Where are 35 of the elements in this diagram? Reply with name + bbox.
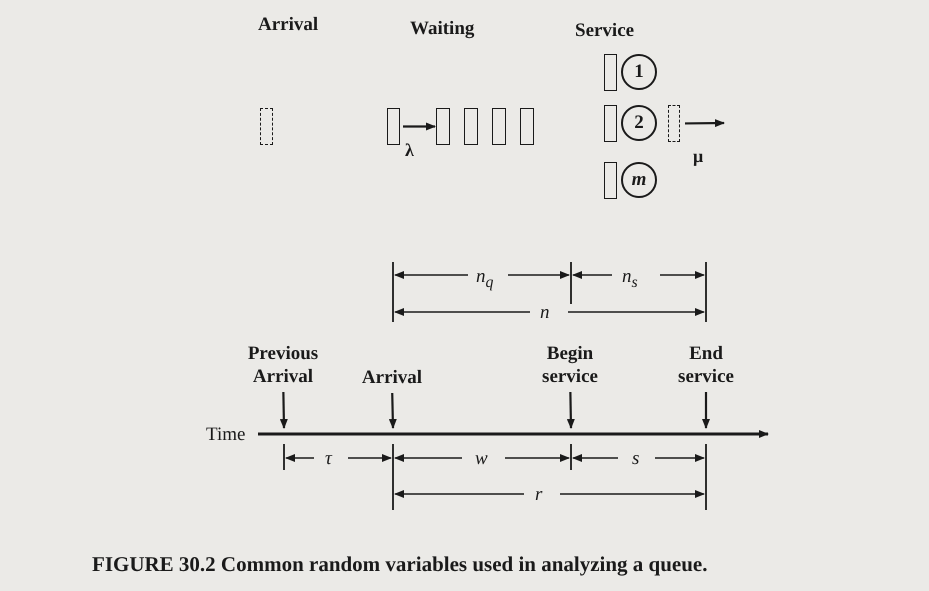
- job-box: [387, 108, 400, 145]
- dimension-label: s: [632, 448, 640, 470]
- job-box: [604, 105, 617, 142]
- server-circle: 2: [621, 105, 657, 141]
- column-heading: Service: [575, 20, 634, 42]
- job-box: [492, 108, 506, 145]
- arrow: [702, 392, 710, 429]
- job-box: [604, 162, 617, 199]
- event-label: End service: [666, 342, 746, 388]
- job-box: [464, 108, 478, 145]
- event-label: Previous Arrival: [228, 342, 338, 388]
- dimension-label: n$_{s}$: [622, 266, 638, 292]
- column-heading: Arrival: [258, 14, 318, 36]
- job-box: [604, 54, 617, 91]
- dimension-label: n: [540, 302, 550, 324]
- job-box: [520, 108, 534, 145]
- dimension-label: n$_{q}$: [476, 266, 494, 292]
- figure-caption: FIGURE 30.2 Common random variables used in analyzing a queue.: [92, 552, 708, 577]
- dimension-label: r: [535, 484, 542, 506]
- departing-job: [668, 105, 680, 142]
- arrow: [280, 392, 288, 429]
- column-heading: Waiting: [410, 18, 474, 40]
- arrow: [403, 122, 436, 130]
- job-box: [436, 108, 450, 145]
- arrow: [388, 392, 397, 429]
- dimension-label: τ: [325, 448, 332, 470]
- dimension-label: w: [475, 448, 488, 470]
- event-label: Begin service: [520, 342, 620, 388]
- event-label: Arrival: [350, 366, 434, 389]
- arriving-job: [260, 108, 273, 145]
- server-circle: m: [621, 162, 657, 198]
- server-circle: 1: [621, 54, 657, 90]
- axis-label: Time: [206, 424, 246, 446]
- arrow: [684, 119, 725, 128]
- arrow: [566, 392, 575, 429]
